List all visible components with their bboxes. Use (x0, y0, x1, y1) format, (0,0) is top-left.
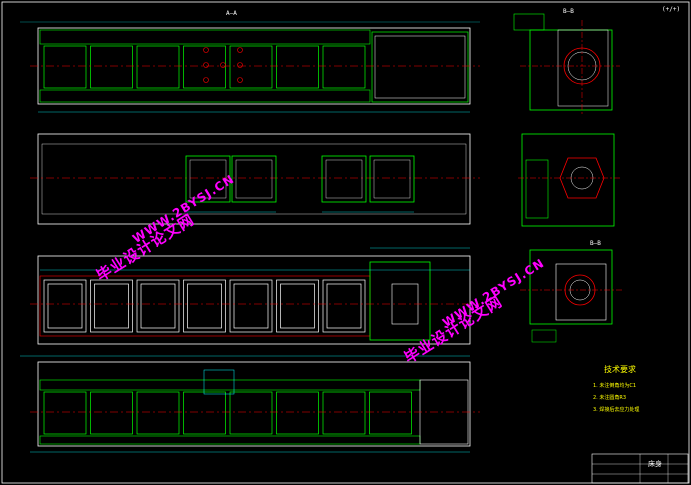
pocket-outer (90, 279, 133, 333)
title-block-name: 床身 (648, 460, 662, 468)
pocket-outer (322, 279, 366, 333)
pocket-inner (233, 283, 269, 329)
pocket-inner (187, 283, 222, 329)
bolt-hole (203, 77, 209, 83)
pocket-outer (136, 279, 180, 333)
view-top-plan (30, 133, 480, 225)
bolt-hole (203, 62, 209, 68)
beam-cell (322, 391, 366, 435)
note-line: 3. 焊接后去应力处理 (593, 407, 640, 413)
section-label-b-top: B—B (563, 8, 574, 15)
pocket-inner (326, 283, 362, 329)
view-bottom-beam (20, 355, 480, 453)
beam-cell (276, 45, 319, 89)
beam-cell (229, 391, 273, 435)
pocket-outer (183, 279, 226, 333)
beam-cell (183, 391, 226, 435)
pocket-inner (280, 283, 315, 329)
pocket-outer (276, 279, 319, 333)
section-b-top (513, 13, 620, 116)
notes-title: 技术要求 (604, 365, 636, 374)
beam-cell (276, 391, 319, 435)
section-b-low (520, 249, 624, 343)
beam-cell (136, 45, 180, 89)
beam-cell (90, 45, 133, 89)
beam-cell (369, 391, 412, 435)
beam-cell (229, 45, 273, 89)
pocket-inner (94, 283, 129, 329)
note-line: 2. 未注圆角R3 (593, 395, 627, 401)
bolt-hole (220, 62, 226, 68)
section-label-a: A—A (226, 10, 237, 17)
pocket-outer (229, 279, 273, 333)
beam-cell (136, 391, 180, 435)
section-label-b-low: B—B (590, 240, 601, 247)
bolt-hole (237, 47, 243, 53)
beam-cell (183, 45, 226, 89)
bolt-hole (237, 77, 243, 83)
pocket-outer (43, 279, 87, 333)
note-line: 1. 未注倒角均为C1 (593, 383, 637, 389)
beam-cell (43, 391, 87, 435)
pocket-inner (47, 283, 83, 329)
view-top-beam (20, 21, 480, 113)
sheet-corner-mark: (+/+) (662, 6, 681, 13)
bolt-hole (237, 62, 243, 68)
view-section-pockets (30, 247, 480, 345)
beam-cell (43, 45, 87, 89)
beam-cell (90, 391, 133, 435)
bolt-hole (203, 47, 209, 53)
beam-cell (322, 45, 366, 89)
pocket-inner (140, 283, 176, 329)
title-block (591, 453, 689, 484)
section-b-mid (518, 133, 620, 227)
